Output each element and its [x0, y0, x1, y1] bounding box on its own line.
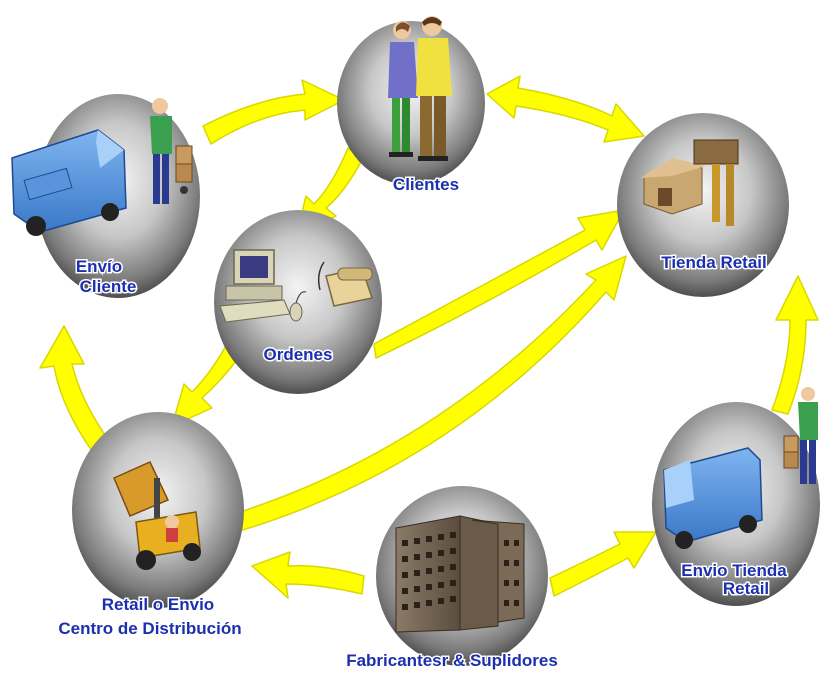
node-centro-distribucion: Retail o Envio Centro de Distribución — [57, 412, 244, 640]
label-envio-tienda-line2: Retail — [723, 579, 769, 598]
node-ordenes: Ordenes — [214, 210, 382, 394]
label-ordenes: Ordenes — [264, 345, 333, 364]
label-centro-line2: Centro de Distribución — [58, 619, 241, 638]
label-clientes: Clientes — [393, 175, 459, 194]
label-tienda-retail: Tienda Retail — [661, 253, 767, 272]
factory-building-icon — [395, 515, 525, 633]
label-centro-line1: Retail o Envio — [102, 595, 214, 614]
forklift-icon — [113, 461, 201, 570]
arrows — [39, 75, 819, 599]
node-tienda-retail: Tienda Retail — [617, 113, 789, 297]
arrow-fabricantes-to-envio-tienda — [549, 531, 657, 597]
delivery-person-icon — [783, 387, 818, 484]
arrow-centro-to-envio-cliente — [39, 325, 117, 463]
computer-icon — [219, 249, 291, 323]
label-envio-cliente-line2: Cliente — [80, 277, 137, 296]
delivery-truck-icon — [11, 129, 127, 236]
delivery-truck-icon — [663, 447, 763, 549]
arrow-centro-to-tienda-retail — [233, 255, 627, 533]
node-fabricantes: Fabricantesr & Suplidores — [345, 486, 559, 672]
arrow-clientes-tienda-retail — [486, 75, 645, 143]
retail-store-icon — [640, 139, 739, 226]
arrow-envio-tienda-to-tienda-retail — [771, 275, 819, 415]
label-fabricantes: Fabricantesr & Suplidores — [346, 651, 558, 670]
phone-icon — [317, 261, 373, 307]
label-envio-tienda-line1: Envio Tienda — [681, 561, 787, 580]
customers-icon — [388, 16, 452, 161]
node-envio-cliente: Envío Cliente — [11, 94, 200, 298]
node-envio-tienda: Envio Tienda Retail — [652, 387, 820, 606]
node-circle — [617, 113, 789, 297]
mouse-icon — [289, 291, 307, 322]
node-clientes: Clientes — [337, 16, 485, 196]
arrow-envio-cliente-to-clientes — [202, 79, 345, 145]
delivery-person-icon — [150, 98, 193, 204]
label-envio-cliente-line1: Envío — [76, 257, 122, 276]
arrow-ordenes-to-centro — [171, 341, 241, 427]
arrow-ordenes-to-tienda-retail — [373, 209, 625, 359]
node-circle — [214, 210, 382, 394]
arrow-fabricantes-to-centro — [251, 551, 365, 599]
